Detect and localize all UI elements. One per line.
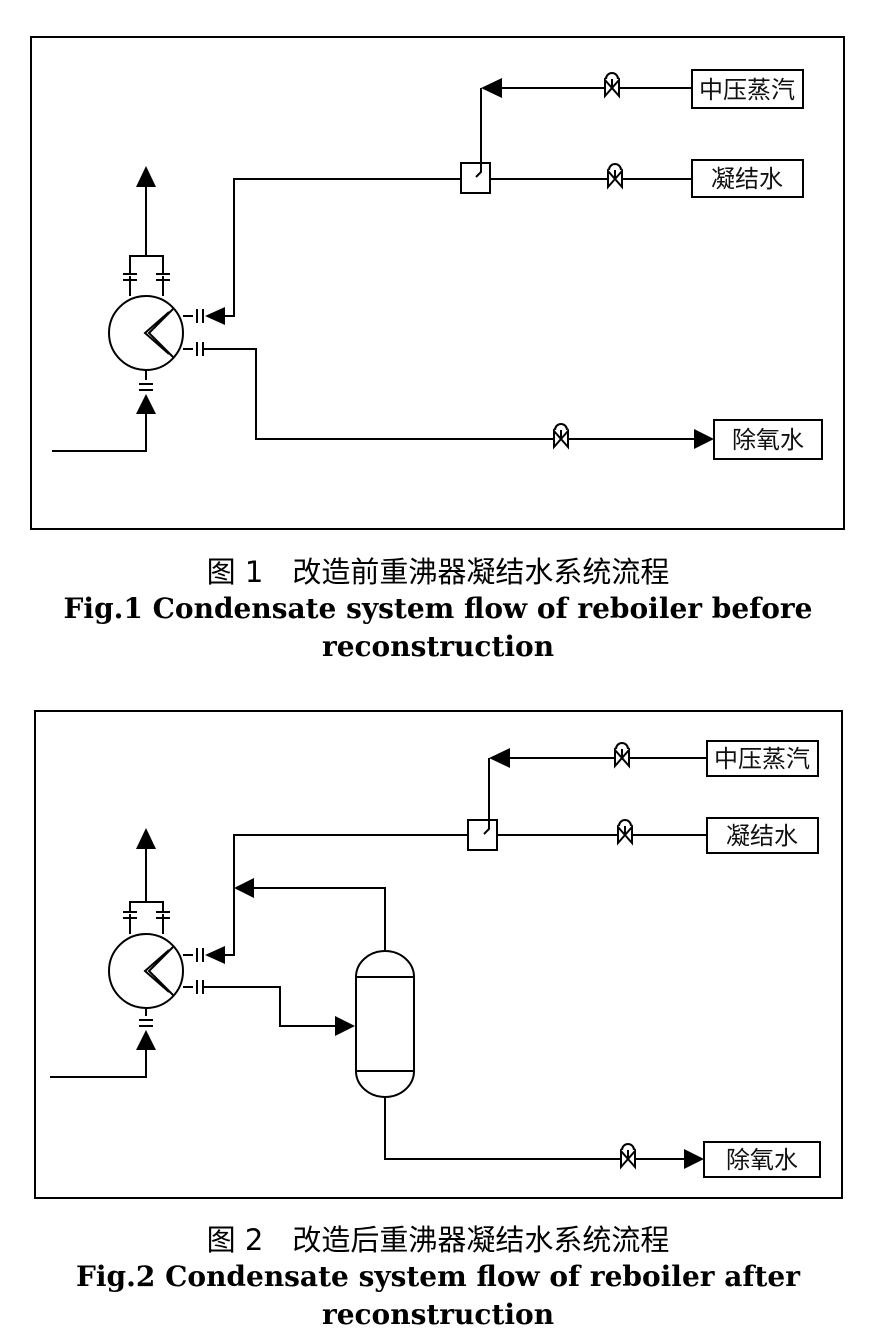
tag-box-steam bbox=[691, 69, 804, 109]
mixer-1 bbox=[460, 78, 692, 194]
figure-1: 中压蒸汽 凝结水 除氧水 bbox=[30, 36, 845, 530]
tag-box-condensate-2 bbox=[706, 817, 819, 854]
reboiler-2-feed-inlet bbox=[50, 1008, 156, 1078]
figure-2-caption-en-1: Fig.2 Condensate system flow of reboiler… bbox=[76, 1260, 801, 1293]
tag-box-condensate bbox=[691, 159, 804, 198]
figure-1-caption-en-1: Fig.1 Condensate system flow of reboiler… bbox=[64, 592, 813, 625]
figure-2-frame bbox=[34, 710, 843, 1199]
figure-1-caption-en-2: reconstruction bbox=[322, 630, 554, 663]
reboiler-2-steam-nozzle bbox=[183, 834, 468, 964]
figure-2-caption-en-2: reconstruction bbox=[322, 1298, 554, 1331]
tag-condensate: 凝结水 bbox=[711, 165, 783, 193]
deaerated-valve-icon bbox=[553, 423, 569, 448]
reboiler-2 bbox=[108, 933, 184, 1009]
reboiler-1-vapor-outlet bbox=[123, 166, 170, 296]
reboiler-1 bbox=[108, 295, 184, 371]
tag-steam-2: 中压蒸汽 bbox=[714, 745, 810, 773]
steam-valve-2-icon bbox=[614, 742, 630, 767]
flash-tank-vapor-return bbox=[234, 878, 386, 952]
figure-2: 中压蒸汽 凝结水 除氧水 bbox=[34, 710, 843, 1199]
condensate-valve-icon bbox=[607, 163, 623, 188]
tag-box-steam-2 bbox=[706, 740, 819, 777]
tag-condensate-2: 凝结水 bbox=[726, 822, 798, 850]
figure-2-caption-cn: 图 2 改造后重沸器凝结水系统流程 bbox=[207, 1223, 670, 1257]
tag-deaerated: 除氧水 bbox=[732, 426, 804, 454]
mixer-2 bbox=[467, 748, 707, 851]
reboiler-2-vapor-outlet bbox=[123, 828, 170, 934]
tag-deaerated-2: 除氧水 bbox=[726, 1146, 798, 1174]
reboiler-1-steam-nozzle bbox=[183, 178, 461, 325]
tag-steam: 中压蒸汽 bbox=[699, 76, 795, 104]
flash-tank bbox=[355, 950, 415, 1098]
reboiler-1-feed-inlet bbox=[52, 370, 156, 452]
figure-1-caption-cn: 图 1 改造前重沸器凝结水系统流程 bbox=[207, 555, 670, 589]
figure-1-frame bbox=[30, 36, 845, 530]
steam-valve-icon bbox=[604, 72, 620, 97]
flash-tank-bottom-line bbox=[384, 1097, 704, 1169]
reboiler-2-condensate-outlet bbox=[183, 980, 355, 1036]
tag-box-deaerated bbox=[713, 419, 823, 460]
condensate-valve-2-icon bbox=[617, 819, 633, 844]
tag-box-deaerated-2 bbox=[703, 1141, 821, 1178]
reboiler-1-condensate-outlet bbox=[183, 342, 714, 449]
deaerated-valve-2-icon bbox=[620, 1143, 636, 1168]
